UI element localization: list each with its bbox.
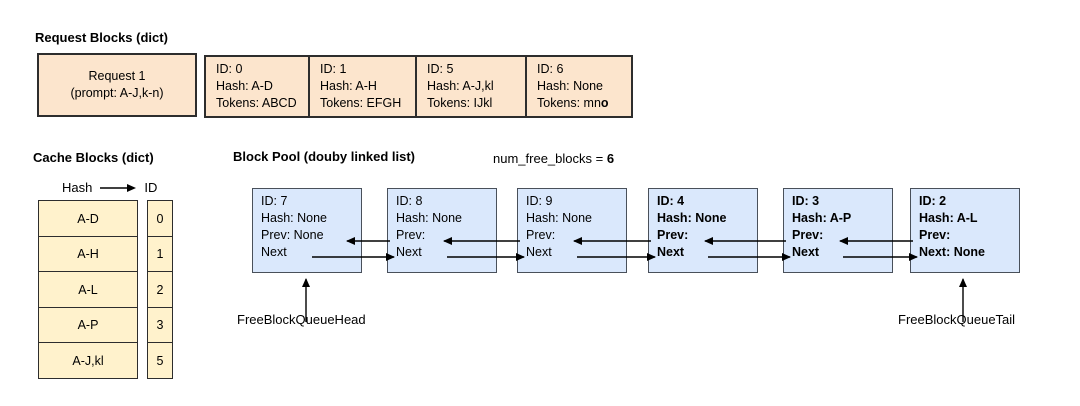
cache-id-column: 0 1 2 3 5 (147, 200, 173, 379)
pool-hash-line: Hash: None (261, 211, 328, 225)
pool-prev-line: Prev: (396, 228, 426, 242)
block-hash-line: Hash: A-J,kl (427, 79, 494, 93)
cache-hash-cell: A-D (38, 200, 138, 237)
pool-id-line: ID: 9 (526, 194, 553, 208)
cache-hash-cell: A-J,kl (38, 342, 138, 379)
num-free-blocks-value: 6 (606, 151, 615, 166)
block-id-line: ID: 6 (537, 62, 564, 76)
tokens-bold-char: o (600, 96, 609, 110)
block-tokens-line: Tokens: IJkl (427, 96, 493, 110)
pool-next-line: Next (396, 245, 422, 259)
free-block-queue-head-label: FreeBlockQueueHead (237, 312, 366, 327)
cache-hash-column: A-D A-H A-L A-P A-J,kl (38, 200, 138, 379)
num-free-blocks-text: num_free_blocks = (493, 151, 607, 166)
request-1-box: Request 1 (prompt: A-J,k-n) (37, 53, 197, 117)
cache-table-header: Hash ID (62, 180, 157, 195)
cache-blocks-heading: Cache Blocks (dict) (33, 150, 154, 165)
free-block-queue-tail-label: FreeBlockQueueTail (898, 312, 1016, 327)
block-id-line: ID: 0 (216, 62, 243, 76)
block-tokens-line: Tokens: ABCD (216, 96, 297, 110)
request-block-6: ID: 6 Hash: None Tokens: mno (527, 55, 633, 118)
pool-block-2: ID: 2 Hash: A-L Prev: Next: None (910, 188, 1020, 273)
pool-block-3: ID: 3 Hash: A-P Prev: Next (783, 188, 893, 273)
request-1-prompt: (prompt: A-J,k-n) (70, 86, 164, 100)
pool-prev-line: Prev: (657, 228, 689, 242)
pool-next-line: Next (792, 245, 820, 259)
pool-id-line: ID: 4 (657, 194, 685, 208)
num-free-blocks-label: num_free_blocks = 6 (493, 151, 614, 166)
request-blocks-heading: Request Blocks (dict) (35, 30, 168, 45)
block-tokens-line: Tokens: mno (537, 95, 627, 112)
block-tokens-line: Tokens: EFGH (320, 96, 402, 110)
request-block-0: ID: 0 Hash: A-D Tokens: ABCD (204, 55, 310, 118)
request-block-5: ID: 5 Hash: A-J,kl Tokens: IJkl (417, 55, 527, 118)
cache-id-cell: 0 (147, 200, 173, 237)
pool-block-4: ID: 4 Hash: None Prev: Next (648, 188, 758, 273)
pool-hash-line: Hash: None (526, 211, 593, 225)
hash-column-label: Hash (62, 180, 93, 195)
block-hash-line: Hash: None (537, 79, 604, 93)
cache-hash-cell: A-H (38, 235, 138, 273)
block-id-line: ID: 1 (320, 62, 347, 76)
pool-id-line: ID: 8 (396, 194, 423, 208)
block-pool-heading: Block Pool (douby linked list) (233, 149, 416, 164)
cache-hash-cell: A-L (38, 271, 138, 308)
pool-prev-line: Prev: (792, 228, 824, 242)
pool-id-line: ID: 3 (792, 194, 820, 208)
pool-block-8: ID: 8 Hash: None Prev: Next (387, 188, 497, 273)
cache-hash-cell: A-P (38, 306, 138, 344)
pool-next-line: Next (261, 245, 287, 259)
pool-prev-line: Prev: None (261, 228, 324, 242)
block-hash-line: Hash: A-D (216, 79, 273, 93)
pool-id-line: ID: 2 (919, 194, 947, 208)
pool-hash-line: Hash: A-L (919, 211, 978, 225)
cache-id-cell: 2 (147, 271, 173, 308)
pool-id-line: ID: 7 (261, 194, 288, 208)
pool-prev-line: Prev: (919, 228, 951, 242)
cache-id-cell: 3 (147, 306, 173, 344)
hash-to-id-arrow-icon (100, 183, 137, 192)
tokens-regular: Tokens: mn (537, 96, 601, 110)
id-column-label: ID (144, 180, 158, 195)
pool-hash-line: Hash: None (657, 211, 727, 225)
cache-id-cell: 1 (147, 235, 173, 273)
pool-block-9: ID: 9 Hash: None Prev: Next (517, 188, 627, 273)
pool-block-7: ID: 7 Hash: None Prev: None Next (252, 188, 362, 273)
block-hash-line: Hash: A-H (320, 79, 377, 93)
pool-next-line: Next: None (919, 245, 985, 259)
pool-prev-line: Prev: (526, 228, 556, 242)
pool-next-line: Next (526, 245, 552, 259)
pool-hash-line: Hash: A-P (792, 211, 852, 225)
block-id-line: ID: 5 (427, 62, 454, 76)
request-1-title: Request 1 (88, 69, 146, 83)
cache-id-cell: 5 (147, 342, 173, 379)
request-id-blocks-row: ID: 0 Hash: A-D Tokens: ABCD ID: 1 Hash:… (204, 55, 633, 118)
pool-next-line: Next (657, 245, 685, 259)
pool-hash-line: Hash: None (396, 211, 463, 225)
request-block-1: ID: 1 Hash: A-H Tokens: EFGH (310, 55, 417, 118)
